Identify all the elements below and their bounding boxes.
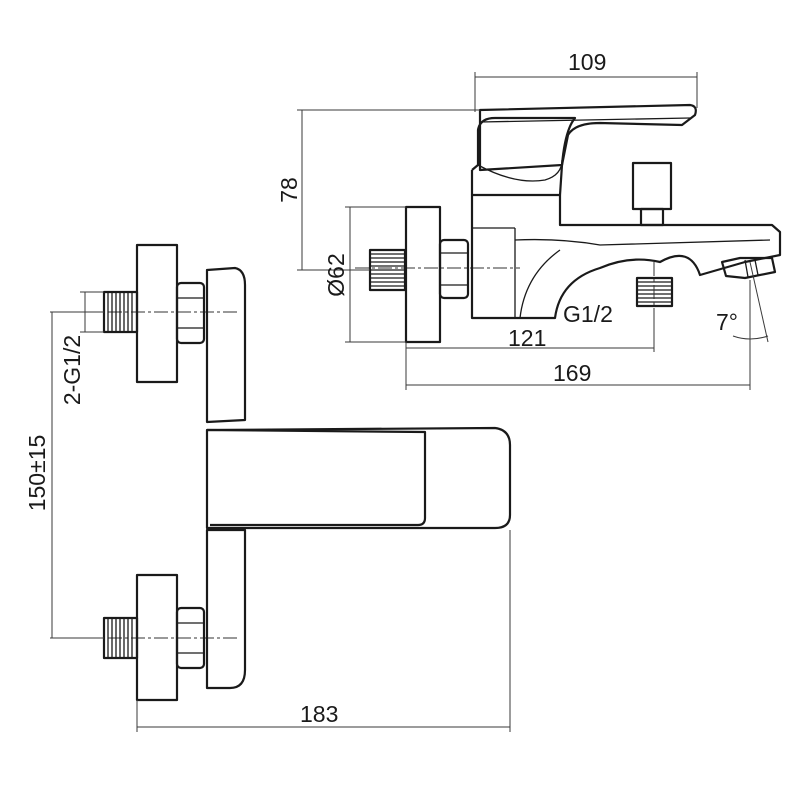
upper-hex-nut (175, 281, 206, 345)
diverter-knob (631, 161, 673, 227)
dim-outlet-thread: G1/2 (563, 301, 613, 327)
dim-spout-reach: 121 (508, 325, 546, 351)
dimension-lines (50, 72, 769, 732)
faucet-body (205, 266, 247, 690)
lever-handle-side (478, 103, 697, 172)
dim-width-top: 109 (568, 49, 606, 75)
side-view (355, 103, 782, 344)
aerator (720, 256, 777, 280)
lever-handle-inner (206, 428, 427, 527)
side-hex-nut (438, 238, 470, 300)
dim-diameter: Ø62 (323, 253, 349, 296)
dim-total-width: 183 (300, 701, 338, 727)
side-flange (404, 205, 442, 344)
front-view (85, 243, 512, 702)
cartridge-housing (470, 116, 577, 196)
lever-handle-front (205, 426, 512, 530)
dim-angle: 7° (716, 309, 738, 335)
dim-inlet-spacing: 150±15 (24, 435, 50, 512)
side-outlet-thread (635, 262, 674, 320)
upper-flange (135, 243, 179, 384)
dim-inlet-thread: 2-G1/2 (59, 335, 85, 405)
side-inlet-thread (368, 248, 407, 292)
dim-height: 78 (276, 177, 302, 203)
side-body-spout (470, 193, 782, 320)
dim-total-depth: 169 (553, 360, 591, 386)
lower-hex-nut (175, 606, 206, 670)
